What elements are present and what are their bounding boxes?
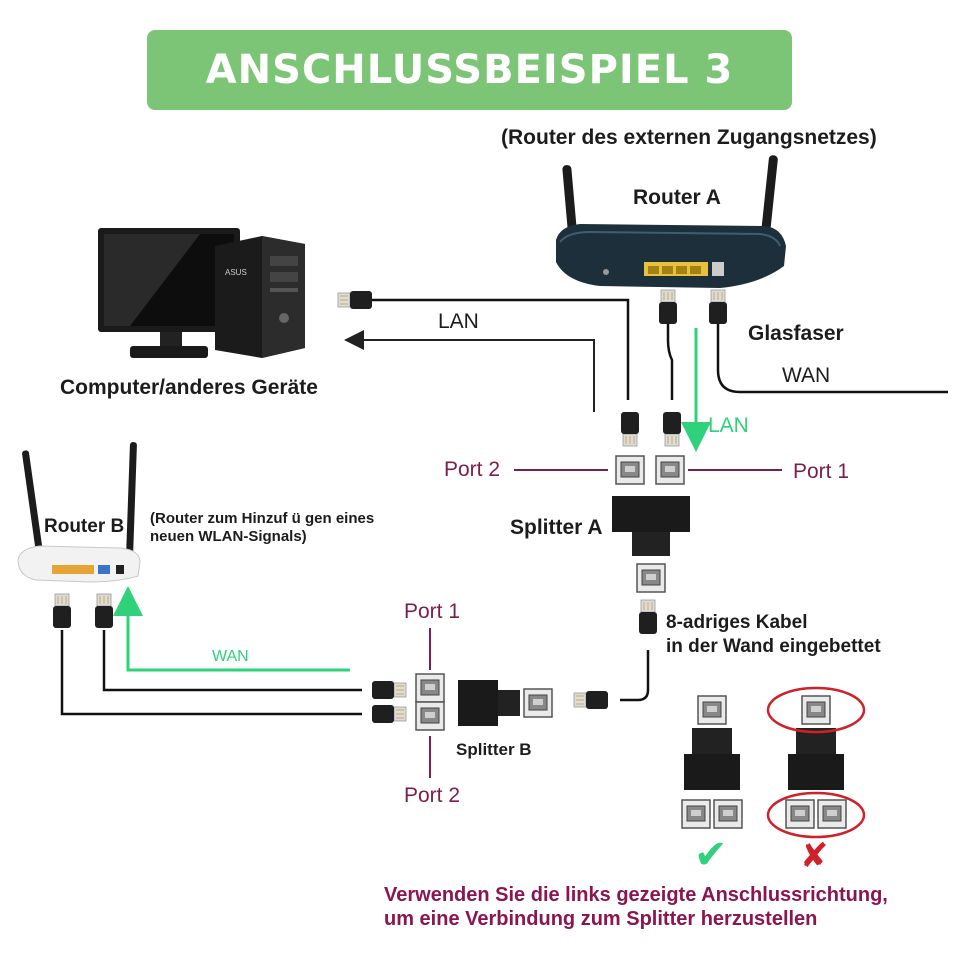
router-b-label: Router B xyxy=(44,516,125,537)
computer-tower: ASUS xyxy=(215,236,305,358)
router-b-device xyxy=(17,442,141,583)
wan-top-label: WAN xyxy=(782,364,831,387)
plug-wall-up xyxy=(638,599,658,635)
footer-line1: Verwenden Sie die links gezeigte Anschlu… xyxy=(384,884,888,906)
page-title: ANSCHLUSSBEISPIEL 3 xyxy=(205,47,734,93)
wan-router-b-label: WAN xyxy=(212,648,249,665)
plug-router-b-left xyxy=(52,593,72,629)
lan-arrow-to-computer xyxy=(344,330,595,412)
router-a-label: Router A xyxy=(633,186,721,209)
footer-line2: um eine Verbindung zum Splitter herzuste… xyxy=(384,908,818,930)
wan-green-arrow xyxy=(113,586,350,672)
cable-glasfaser xyxy=(716,300,948,394)
computer-label: Computer/anderes Geräte xyxy=(60,376,318,399)
cable-computer-to-splitter-a xyxy=(372,298,630,400)
cable-router-b-wan xyxy=(102,630,362,692)
plug-splitter-a-port1 xyxy=(662,411,682,447)
splitter-b-label: Splitter B xyxy=(456,740,532,759)
plug-splitter-b-port2 xyxy=(371,704,407,724)
splitter-wrong-example xyxy=(766,686,866,839)
splitter-b-device xyxy=(415,673,553,731)
splitter-correct-example xyxy=(681,695,743,829)
splitter-a-port1-label: Port 1 xyxy=(793,460,850,483)
computer-brand: ASUS xyxy=(225,268,247,277)
plug-wall-left xyxy=(573,690,609,710)
wrong-bottom-circle xyxy=(766,791,866,839)
plug-router-b-right xyxy=(94,593,114,629)
lan-computer-label: LAN xyxy=(438,310,479,333)
cable-note-line1: 8-adriges Kabel xyxy=(666,612,808,633)
lan-router-label: LAN xyxy=(708,414,749,437)
router-a-device xyxy=(556,155,786,288)
plug-splitter-a-port2 xyxy=(620,411,640,447)
glasfaser-label: Glasfaser xyxy=(748,322,844,345)
plug-splitter-b-port1 xyxy=(371,680,407,700)
cable-note-line2: in der Wand eingebettet xyxy=(666,636,881,657)
cables xyxy=(60,298,948,716)
plug-router-a-wan-top xyxy=(708,289,728,325)
cable-in-wall xyxy=(620,650,650,702)
cable-router-b-lan xyxy=(60,630,362,716)
title-banner: ANSCHLUSSBEISPIEL 3 xyxy=(147,30,792,110)
router-b-note-line1: (Router zum Hinzuf ü gen eines xyxy=(150,510,375,527)
splitter-a-device xyxy=(612,455,690,593)
check-icon: ✔ xyxy=(694,833,728,877)
plug-computer xyxy=(337,290,373,310)
splitter-a-label: Splitter A xyxy=(510,516,603,539)
computer-monitor xyxy=(98,228,240,358)
cable-router-a-lan xyxy=(666,300,674,400)
router-a-note: (Router des externen Zugangsnetzes) xyxy=(501,126,877,149)
splitter-b-port1-label: Port 1 xyxy=(404,600,461,623)
splitter-b-port2-label: Port 2 xyxy=(404,784,461,807)
splitter-a-port2-label: Port 2 xyxy=(444,458,501,481)
cross-icon: ✘ xyxy=(800,837,829,875)
router-b-note-line2: neuen WLAN-Signals) xyxy=(150,528,307,545)
plug-router-a-lan-top xyxy=(658,289,678,325)
wrong-top-circle xyxy=(766,686,866,734)
